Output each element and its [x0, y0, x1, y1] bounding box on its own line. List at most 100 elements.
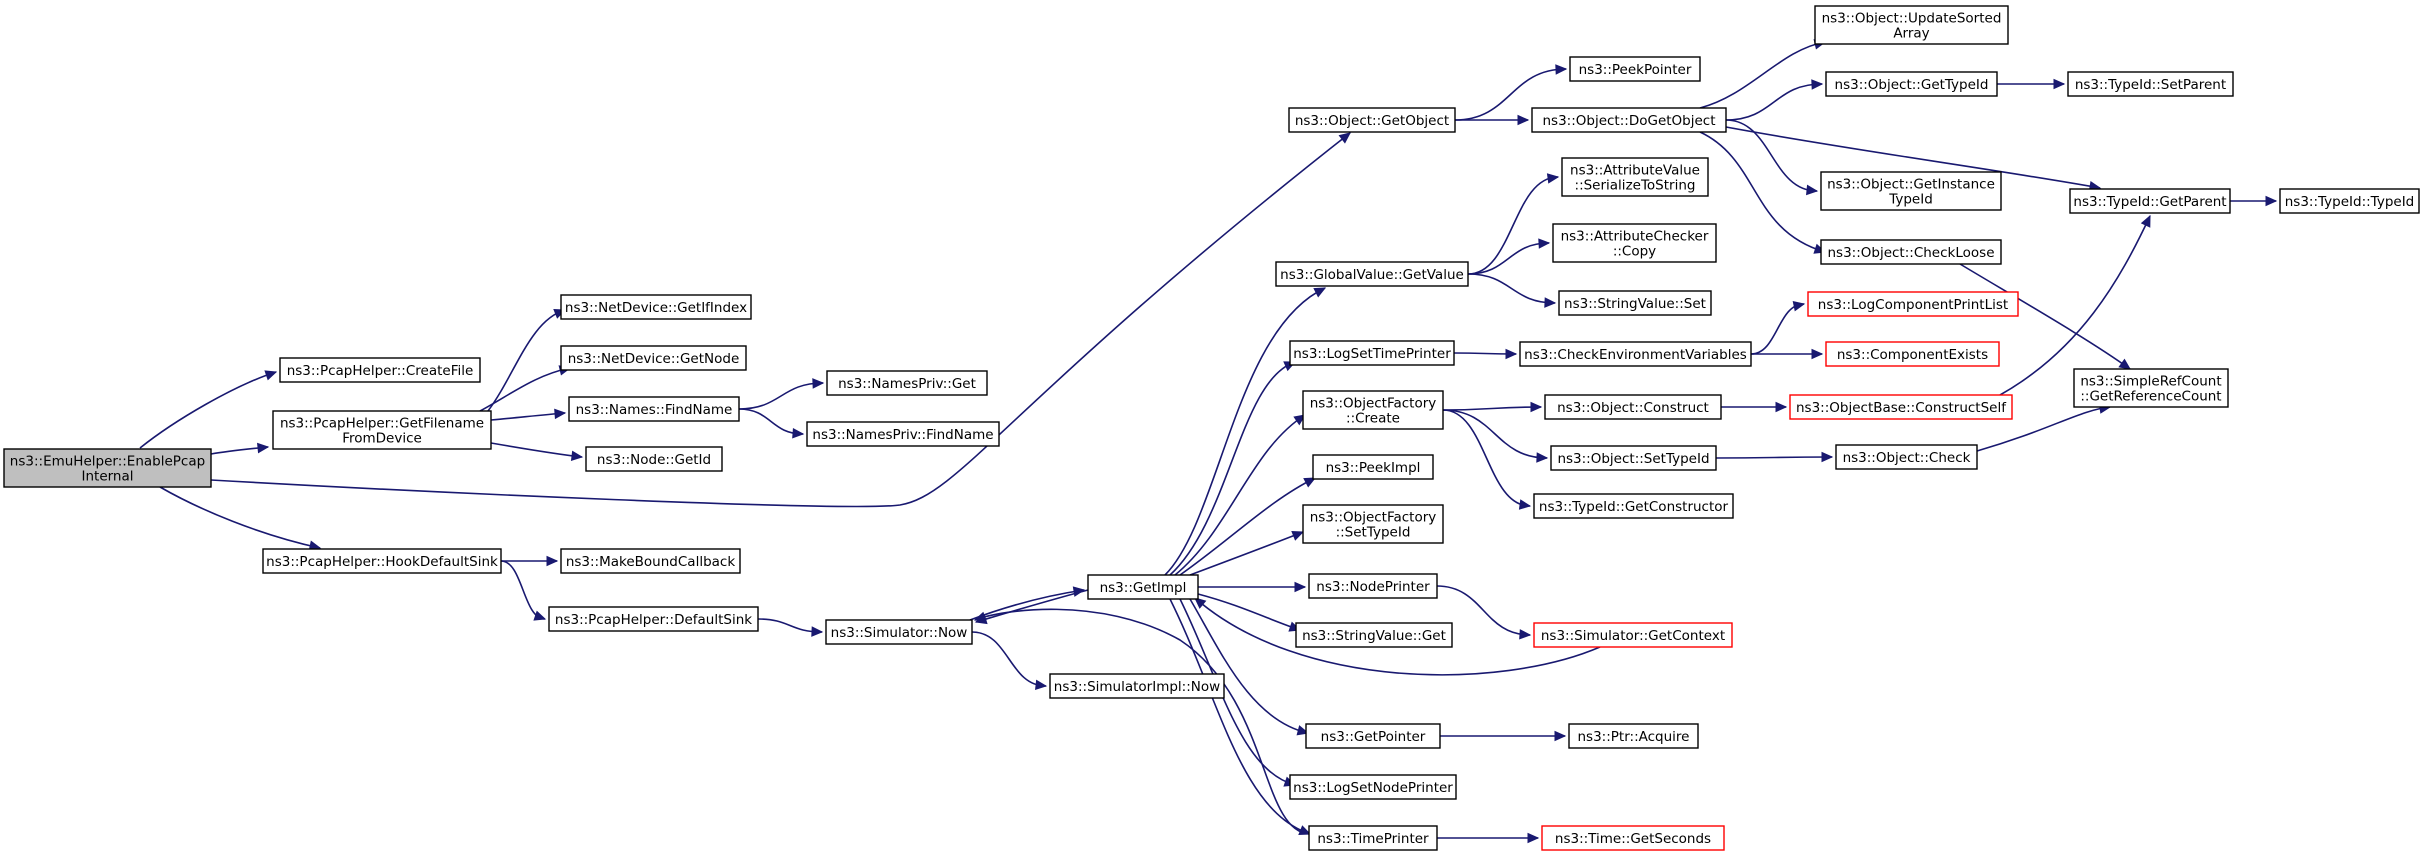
node-label: ns3::ObjectFactory: [1310, 510, 1437, 526]
edge-line: [974, 608, 1310, 835]
node-logsettimeprinter[interactable]: ns3::LogSetTimePrinter: [1289, 340, 1455, 366]
node-label: TypeId: [1888, 192, 1933, 208]
node-peekimpl[interactable]: ns3::PeekImpl: [1312, 454, 1434, 480]
edge-globalvalue_getvalue-to-stringvalue_set: [1467, 273, 1557, 308]
edge-getimpl-to-peekimpl: [1179, 477, 1317, 576]
node-box: [1558, 290, 1712, 316]
node-typeid_getparent[interactable]: ns3::TypeId::GetParent: [2069, 188, 2231, 214]
node-namespriv_findname[interactable]: ns3::NamesPriv::FindName: [806, 421, 1000, 447]
node-sim_getcontext[interactable]: ns3::Simulator::GetContext: [1533, 622, 1733, 648]
node-box: [1569, 56, 1701, 82]
node-typeid_getconstructor[interactable]: ns3::TypeId::GetConstructor: [1533, 493, 1734, 519]
node-label: ns3::NetDevice::GetIfIndex: [565, 300, 747, 316]
node-label: ns3::TimePrinter: [1317, 831, 1429, 847]
node-globalvalue_getvalue[interactable]: ns3::GlobalValue::GetValue: [1275, 261, 1469, 287]
node-node_getid[interactable]: ns3::Node::GetId: [585, 446, 723, 472]
node-checkenv[interactable]: ns3::CheckEnvironmentVariables: [1519, 341, 1752, 367]
node-getimpl[interactable]: ns3::GetImpl: [1087, 574, 1199, 600]
node-object_construct[interactable]: ns3::Object::Construct: [1544, 394, 1722, 420]
edge-line: [738, 382, 824, 410]
node-setparent[interactable]: ns3::TypeId::SetParent: [2067, 71, 2234, 97]
edge-arrowhead: [1294, 581, 1307, 593]
node-createfile[interactable]: ns3::PcapHelper::CreateFile: [279, 357, 481, 383]
node-box: [2067, 71, 2234, 97]
node-box: [1275, 261, 1469, 287]
node-componentexists[interactable]: ns3::ComponentExists: [1825, 341, 2000, 367]
node-box: [1519, 341, 1752, 367]
edge-line: [1442, 409, 1531, 507]
node-netdev_getnode[interactable]: ns3::NetDevice::GetNode: [560, 345, 747, 371]
node-getpointer[interactable]: ns3::GetPointer: [1305, 723, 1441, 749]
node-gettypeid[interactable]: ns3::Object::GetTypeId: [1825, 71, 1998, 97]
node-sim_now[interactable]: ns3::Simulator::Now: [825, 619, 973, 645]
node-label: Internal: [81, 469, 133, 485]
node-box: [1312, 454, 1434, 480]
node-label: ns3::ObjectFactory: [1310, 396, 1437, 412]
edge-line: [1999, 215, 2151, 396]
edge-sim_now-to-simimpl_now: [971, 631, 1048, 691]
node-box: [568, 396, 740, 422]
node-simplerefcount[interactable]: ns3::SimpleRefCount::GetReferenceCount: [2073, 368, 2229, 408]
edge-root-to-getobject: [210, 132, 1351, 508]
edge-arrowhead: [811, 626, 824, 637]
node-time_getseconds[interactable]: ns3::Time::GetSeconds: [1541, 825, 1725, 851]
node-logsetnodeprinter[interactable]: ns3::LogSetNodePrinter: [1289, 774, 1457, 800]
node-nodeprinter[interactable]: ns3::NodePrinter: [1308, 573, 1438, 599]
node-box: [1825, 341, 2000, 367]
node-object_settypeid[interactable]: ns3::Object::SetTypeId: [1550, 445, 1717, 471]
node-attrval_serialize[interactable]: ns3::AttributeValue::SerializeToString: [1561, 157, 1709, 197]
edge-getimpl-to-sim_now: [974, 589, 1089, 625]
node-timeprinter[interactable]: ns3::TimePrinter: [1308, 825, 1438, 851]
node-label: ns3::Object::Check: [1843, 450, 1971, 466]
node-typeid_typeid[interactable]: ns3::TypeId::TypeId: [2279, 188, 2420, 214]
edge-line: [1699, 131, 1826, 253]
node-label: ns3::PcapHelper::GetFilename: [280, 416, 484, 432]
edge-line: [1169, 598, 1311, 835]
node-defaultsink[interactable]: ns3::PcapHelper::DefaultSink: [548, 606, 759, 632]
edge-line: [487, 309, 566, 412]
node-objfactory_settypeid[interactable]: ns3::ObjectFactory::SetTypeId: [1302, 504, 1444, 544]
edge-logsettimeprinter-to-checkenv: [1453, 348, 1518, 360]
node-names_findname[interactable]: ns3::Names::FindName: [568, 396, 740, 422]
node-stringvalue_get[interactable]: ns3::StringValue::Get: [1295, 622, 1453, 648]
node-getifindex[interactable]: ns3::NetDevice::GetIfIndex: [560, 294, 752, 320]
node-box: [1302, 504, 1444, 544]
edge-getimpl-to-objfactory_settypeid: [1189, 530, 1305, 576]
node-stringvalue_set[interactable]: ns3::StringValue::Set: [1558, 290, 1712, 316]
node-box: [1561, 157, 1709, 197]
node-getobject[interactable]: ns3::Object::GetObject: [1288, 107, 1456, 133]
node-checkloose[interactable]: ns3::Object::CheckLoose: [1820, 239, 2002, 265]
edge-objfactory_create-to-typeid_getconstructor: [1442, 409, 1532, 510]
edge-arrowhead: [257, 442, 270, 454]
node-label: ns3::AttributeChecker: [1561, 229, 1709, 245]
node-peekpointer[interactable]: ns3::PeekPointer: [1569, 56, 1701, 82]
node-box: [1308, 573, 1438, 599]
node-ptr_acquire[interactable]: ns3::Ptr::Acquire: [1568, 723, 1699, 749]
node-attrchecker_copy[interactable]: ns3::AttributeChecker::Copy: [1552, 223, 1717, 263]
node-dogetobject[interactable]: ns3::Object::DoGetObject: [1531, 107, 1727, 133]
node-object_check[interactable]: ns3::Object::Check: [1835, 444, 1978, 470]
edge-arrowhead: [1527, 832, 1540, 844]
edge-arrowhead: [1536, 452, 1549, 463]
node-objfactory_create[interactable]: ns3::ObjectFactory::Create: [1302, 390, 1444, 430]
edge-arrowhead: [1530, 401, 1543, 413]
node-simimpl_now[interactable]: ns3::SimulatorImpl::Now: [1049, 673, 1225, 699]
node-box: [2279, 188, 2420, 214]
node-objectbase_constructself[interactable]: ns3::ObjectBase::ConstructSelf: [1789, 394, 2013, 420]
node-makeboundcallback[interactable]: ns3::MakeBoundCallback: [560, 548, 741, 574]
edge-root-to-getfilename: [210, 442, 270, 455]
edge-checkenv-to-logcomponentprintlist: [1750, 301, 1806, 355]
node-hookdefaultsink[interactable]: ns3::PcapHelper::HookDefaultSink: [262, 548, 502, 574]
node-logcomponentprintlist[interactable]: ns3::LogComponentPrintList: [1807, 291, 2019, 317]
node-box: [1807, 291, 2019, 317]
node-label: ns3::GetPointer: [1321, 729, 1426, 745]
edge-sim_now-to-getimpl: [969, 586, 1086, 621]
node-box: [1305, 723, 1441, 749]
edge-line: [1169, 361, 1296, 576]
node-namespriv_get[interactable]: ns3::NamesPriv::Get: [826, 370, 988, 396]
